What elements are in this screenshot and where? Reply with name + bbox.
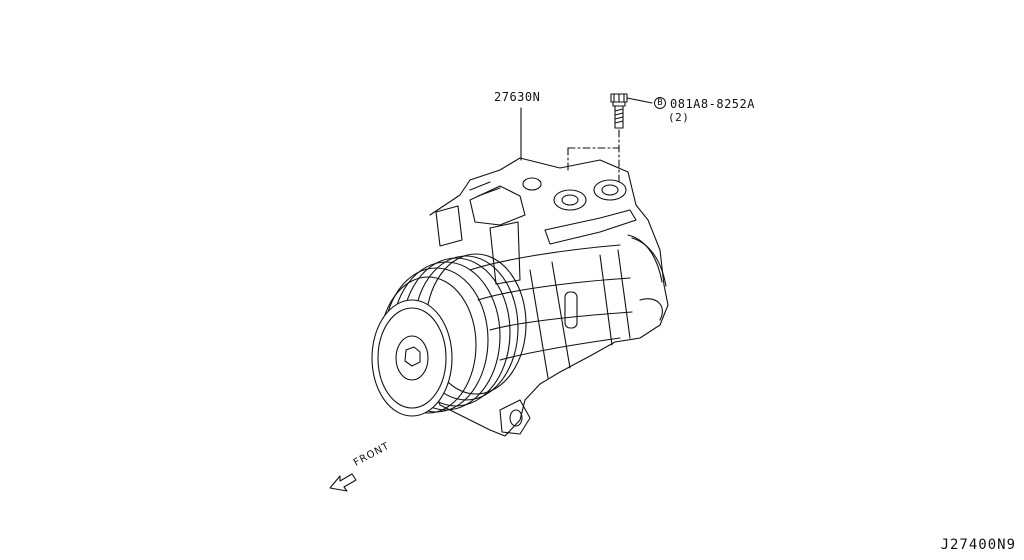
bolt-quantity-label: (2)	[668, 111, 690, 124]
part-number-label: 27630N	[494, 90, 541, 104]
bolt-icon	[610, 93, 653, 129]
ac-compressor-illustration	[371, 157, 669, 437]
bolt-marker: B	[654, 97, 666, 109]
bolt-leader-lines	[567, 129, 620, 186]
bolt-part-number-label: 081A8-8252A	[670, 97, 755, 111]
diagram-code-label: J27400N9	[940, 537, 1016, 553]
front-arrow-icon	[329, 473, 357, 492]
